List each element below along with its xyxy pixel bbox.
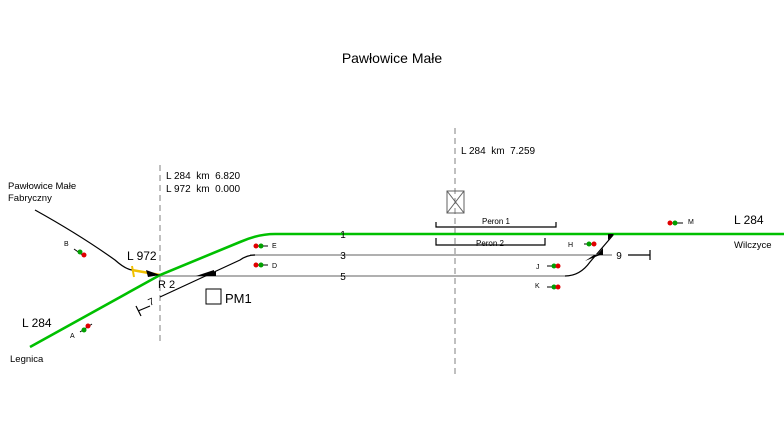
switch-r2-label: R 2 <box>158 279 175 291</box>
track-5-crossover <box>564 233 615 277</box>
signal-D: D <box>253 262 277 270</box>
signal-E: E <box>253 243 277 250</box>
svg-text:J: J <box>536 264 540 271</box>
buffer-stop-track-7 <box>135 305 151 317</box>
destination-legnica: Legnica <box>10 354 44 365</box>
switch-icon <box>597 248 603 255</box>
line-l284-right-label: L 284 <box>734 213 764 227</box>
platform-2 <box>435 238 546 246</box>
station-title: Pawłowice Małe <box>342 50 443 66</box>
km-mark-1-line1: L 284 km 6.820 <box>166 171 241 182</box>
svg-text:M: M <box>688 219 694 226</box>
signal-box-icon <box>205 288 222 305</box>
track-7 <box>159 254 256 298</box>
svg-text:B: B <box>64 241 69 248</box>
switch-icon <box>585 255 600 261</box>
line-l972-border <box>131 265 135 278</box>
signal-K: K <box>535 283 561 290</box>
buffer-stop-track-9 <box>628 250 651 260</box>
switch-icon <box>207 271 216 276</box>
signal-H: H <box>568 241 597 249</box>
signal-B: B <box>64 241 87 258</box>
line-l284-left-label: L 284 <box>22 316 52 330</box>
destination-fabryczny-2: Fabryczny <box>8 193 52 204</box>
svg-text:E: E <box>272 243 277 250</box>
line-l972-label: L 972 <box>127 249 157 263</box>
track-9-label: 9 <box>616 251 622 262</box>
level-crossing-icon <box>446 190 465 214</box>
signal-J: J <box>536 263 561 271</box>
svg-text:D: D <box>272 263 277 270</box>
svg-text:K: K <box>535 283 540 290</box>
destination-wilczyce: Wilczyce <box>734 240 771 251</box>
track-3-label: 3 <box>340 251 346 262</box>
platform-2-label: Peron 2 <box>476 239 505 248</box>
signal-A: A <box>70 323 93 340</box>
switch-icon <box>196 270 214 276</box>
switch-icon <box>146 270 160 277</box>
switch-icon <box>608 234 614 240</box>
track-7-label: 7 <box>147 296 157 309</box>
main-line-l284 <box>29 232 784 349</box>
destination-fabryczny-1: Pawłowice Małe <box>8 181 76 192</box>
branch-fabryczny <box>34 209 133 271</box>
km-mark-2-line1: L 284 km 7.259 <box>461 146 536 157</box>
km-mark-1-line2: L 972 km 0.000 <box>166 184 241 195</box>
track-5-label: 5 <box>340 272 346 283</box>
track-1-label: 1 <box>340 230 346 241</box>
svg-text:A: A <box>70 333 75 340</box>
signal-M: M <box>667 219 694 226</box>
platform-1-label: Peron 1 <box>482 217 511 226</box>
svg-text:H: H <box>568 242 573 249</box>
signal-box-label: PM1 <box>225 291 252 306</box>
platform-1 <box>435 222 557 228</box>
